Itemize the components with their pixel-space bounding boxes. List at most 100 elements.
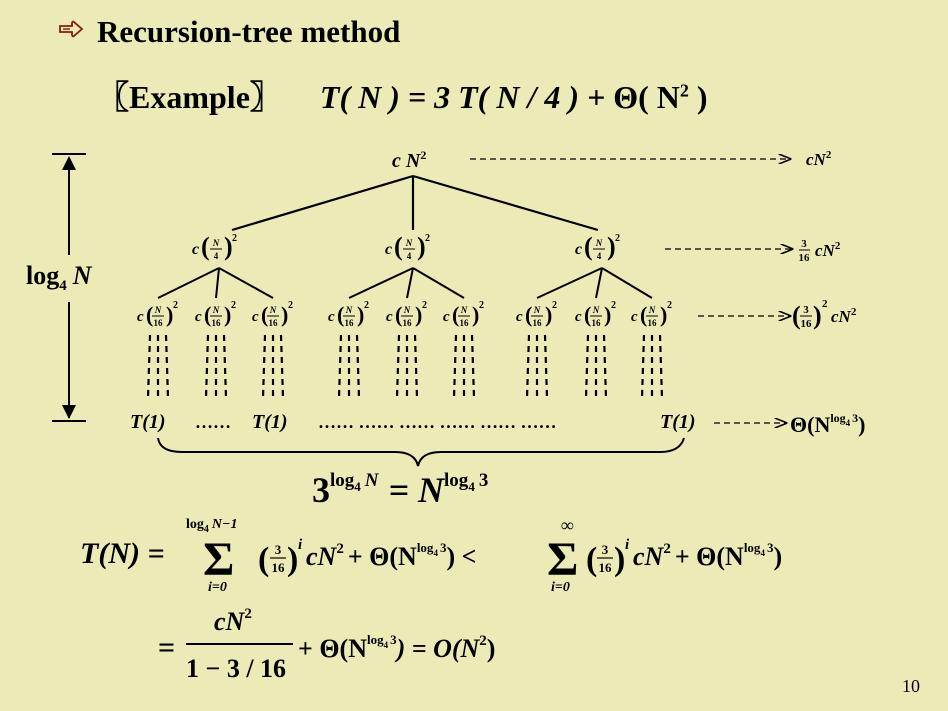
svg-text:(: (	[792, 301, 801, 330]
level-2-nodes: c(N16)2c(N16)2c(N16)2c(N16)2c(N16)2c(N16…	[137, 300, 672, 328]
svg-text:1 − 3 / 16: 1 − 3 / 16	[186, 654, 286, 683]
svg-text:3: 3	[803, 304, 809, 316]
page-number: 10	[902, 676, 920, 696]
svg-text:∞: ∞	[561, 515, 574, 535]
svg-text:c: c	[385, 241, 392, 258]
svg-text:(: (	[394, 232, 403, 261]
example-label: 〖Example〗	[97, 79, 282, 115]
tree-root: c N2	[392, 148, 426, 172]
svg-text:(: (	[258, 541, 269, 578]
svg-text:N: N	[212, 305, 220, 315]
svg-text:c: c	[386, 309, 393, 325]
svg-text:4: 4	[407, 251, 412, 261]
recurrence-close: )	[696, 79, 708, 115]
svg-text:c: c	[516, 309, 523, 325]
descending-dashes	[146, 334, 664, 399]
svg-text:): )	[357, 302, 364, 327]
height-bracket	[52, 153, 86, 422]
svg-text:16: 16	[345, 318, 355, 328]
svg-text:16: 16	[212, 318, 222, 328]
recurrence-theta: Θ( N	[613, 79, 680, 115]
recurrence-theta-exp: 2	[679, 80, 689, 101]
level-2-node-8: c(N16)2	[575, 300, 616, 328]
svg-text:16: 16	[592, 318, 602, 328]
svg-text:2: 2	[231, 300, 236, 311]
svg-text:): )	[813, 301, 822, 330]
svg-text:(: (	[204, 302, 211, 327]
svg-text:(: (	[640, 302, 647, 327]
svg-text:N: N	[592, 305, 600, 315]
level-2-node-1: c(N16)2	[137, 300, 178, 328]
svg-text:N: N	[405, 238, 413, 248]
svg-text:4: 4	[214, 251, 219, 261]
svg-text:i=0: i=0	[551, 580, 570, 595]
svg-text:(: (	[452, 302, 459, 327]
svg-text:): )	[607, 232, 616, 261]
svg-text:=: =	[158, 631, 175, 664]
svg-text:16: 16	[460, 318, 470, 328]
svg-text:16: 16	[269, 318, 279, 328]
svg-text:c: c	[328, 309, 335, 325]
leaf-t1-second: T(1)	[252, 411, 288, 433]
slide-title: Recursion-tree method	[97, 14, 401, 49]
svg-text:N: N	[533, 305, 541, 315]
svg-text:4: 4	[597, 251, 602, 261]
svg-text:c: c	[631, 309, 638, 325]
level-1-node-2: c(N4)2	[385, 232, 430, 261]
svg-text:): )	[415, 302, 422, 327]
svg-text:16: 16	[599, 560, 613, 575]
svg-text:c: c	[137, 309, 144, 325]
svg-text:16: 16	[801, 318, 813, 330]
svg-text:(: (	[146, 302, 153, 327]
svg-text:3: 3	[801, 238, 807, 250]
svg-text:3: 3	[275, 542, 282, 557]
level-cost-2: ( 3 16 ) 2 cN2	[792, 298, 857, 330]
leaf-dots-long: …… …… …… …… …… ……	[318, 412, 557, 432]
svg-text:2: 2	[822, 298, 828, 310]
svg-text:N: N	[460, 305, 468, 315]
svg-text:(: (	[337, 302, 344, 327]
svg-text:): )	[224, 302, 231, 327]
svg-text:16: 16	[648, 318, 658, 328]
svg-text:): )	[287, 541, 298, 578]
leaf-t1-first: T(1)	[130, 411, 166, 433]
svg-text:16: 16	[533, 318, 543, 328]
svg-text:i=0: i=0	[208, 580, 227, 595]
svg-text:i: i	[625, 537, 630, 553]
svg-text:): )	[545, 302, 552, 327]
svg-text:N: N	[154, 305, 162, 315]
level-1-edges	[157, 267, 653, 299]
svg-text:c: c	[575, 309, 582, 325]
level-1-nodes: c(N4)2c(N4)2c(N4)2	[192, 232, 620, 261]
svg-text:(: (	[261, 302, 268, 327]
svg-text:(: (	[586, 541, 597, 578]
svg-text:T(N) =: T(N) =	[80, 537, 165, 570]
svg-text:): )	[604, 302, 611, 327]
svg-text:(: (	[525, 302, 532, 327]
svg-text:): )	[224, 232, 233, 261]
svg-text:2: 2	[173, 300, 178, 311]
svg-text:N: N	[648, 305, 656, 315]
level-cost-1: 3 16 cN2	[799, 238, 841, 264]
svg-text:16: 16	[403, 318, 413, 328]
svg-text:): )	[166, 302, 173, 327]
svg-text:N: N	[595, 238, 603, 248]
svg-text:(: (	[395, 302, 402, 327]
svg-text:N: N	[269, 305, 277, 315]
svg-text:2: 2	[288, 300, 293, 311]
svg-text:): )	[614, 541, 625, 578]
svg-text:cN2: cN2	[214, 606, 252, 636]
svg-text:2: 2	[479, 300, 484, 311]
svg-text:3: 3	[602, 542, 609, 557]
svg-text:16: 16	[799, 252, 811, 264]
svg-text:): )	[281, 302, 288, 327]
level-cost-0: cN2	[806, 149, 832, 169]
svg-text:(: (	[584, 232, 593, 261]
